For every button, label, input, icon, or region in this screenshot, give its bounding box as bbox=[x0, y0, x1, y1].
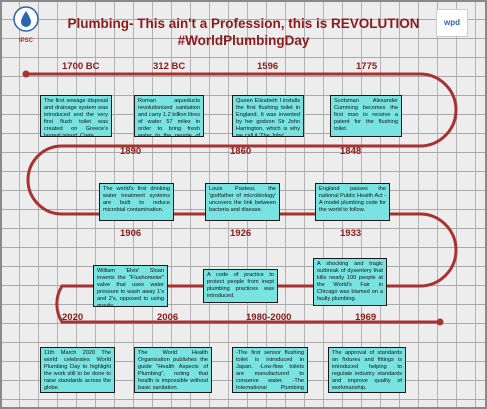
event-box: -The first sensor flushing toilet is int… bbox=[232, 347, 308, 393]
page-hashtag: #WorldPlumbingDay bbox=[177, 33, 310, 48]
year-label: 312 BC bbox=[153, 61, 186, 72]
event-box: A code of practice to protect people fro… bbox=[203, 269, 278, 303]
page-title: Plumbing- This ain't a Profession, this … bbox=[67, 16, 420, 31]
event-box: Roman aqueducts revolutionized sanitatio… bbox=[134, 95, 204, 137]
event-box: The World Health Organisation publishes … bbox=[134, 347, 212, 393]
ipsc-logo: IPSC bbox=[9, 6, 43, 44]
event-box: The world's first drinking water treatme… bbox=[99, 183, 174, 221]
year-label: 1775 bbox=[356, 61, 378, 72]
event-box: The approval of standards on fixtures an… bbox=[328, 347, 406, 393]
wpd-logo: wpd bbox=[436, 9, 468, 37]
year-label: 1860 bbox=[230, 146, 252, 157]
event-box: Scotsman Alexander Cumming becomes the f… bbox=[330, 95, 402, 137]
event-box: Queen Elizabeth I installs the first flu… bbox=[232, 95, 304, 137]
year-label: 1700 BC bbox=[62, 61, 100, 72]
year-label: 1933 bbox=[340, 228, 362, 239]
year-label: 2006 bbox=[157, 312, 179, 323]
year-label: 1906 bbox=[120, 228, 142, 239]
ipsc-logo-text: IPSC bbox=[18, 38, 33, 44]
event-box: The first sewage disposal and drainage s… bbox=[40, 95, 112, 137]
year-label: 1890 bbox=[120, 146, 142, 157]
year-label: 1926 bbox=[230, 228, 252, 239]
year-label: 1980-2000 bbox=[246, 312, 292, 323]
event-box: England passes the national Public Healt… bbox=[315, 183, 390, 221]
year-label: 1848 bbox=[340, 146, 362, 157]
water-drop-icon bbox=[13, 6, 39, 32]
year-label: 1969 bbox=[355, 312, 377, 323]
wpd-logo-text: wpd bbox=[444, 18, 460, 27]
event-box: 11th March 2020 The world celebrates Wor… bbox=[40, 347, 115, 393]
year-label: 1596 bbox=[257, 61, 279, 72]
event-box: Louis Pasteur, the 'godfather of microbi… bbox=[205, 183, 280, 221]
event-box: A shocking and tragic outbreak of dysent… bbox=[313, 258, 387, 306]
event-box: William 'Elvis' Sloan invents the "Flush… bbox=[93, 265, 168, 307]
year-label: 2020 bbox=[62, 312, 84, 323]
